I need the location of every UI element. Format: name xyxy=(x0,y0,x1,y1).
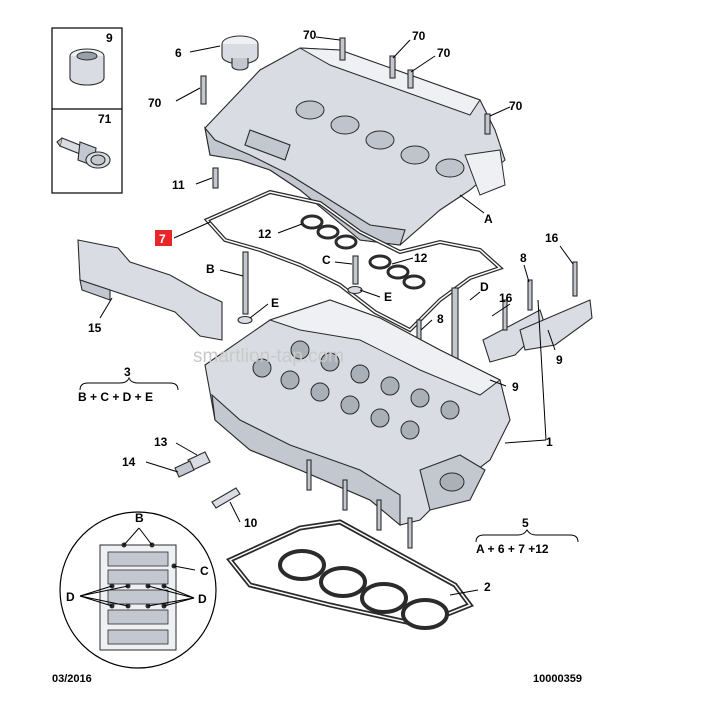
callout-label: 8 xyxy=(520,251,527,265)
callout-label: 70 xyxy=(148,96,162,110)
spark-plug-seals xyxy=(300,214,426,290)
callout-label: 70 xyxy=(509,99,523,113)
callout-label: D xyxy=(480,280,489,294)
callout-label: A xyxy=(484,212,493,226)
inset-part-number: 71 xyxy=(98,112,112,126)
sleeve-icon xyxy=(69,48,105,86)
kit-number: 5 xyxy=(522,516,529,530)
callout-label: 12 xyxy=(258,227,272,241)
callout-label: 12 xyxy=(414,251,428,265)
valve-cover-bolts xyxy=(200,37,491,135)
callout-label: 16 xyxy=(545,231,559,245)
highlighted-part-7: 7 xyxy=(155,230,172,246)
callout-label: 6 xyxy=(175,46,182,60)
temperature-sensor xyxy=(174,451,211,478)
leader-lines xyxy=(99,36,574,596)
callout-label: 10 xyxy=(244,516,258,530)
bolt-pattern-detail-view: B C D D xyxy=(59,511,217,669)
callout-label: 9 xyxy=(512,380,519,394)
oil-filler-cap xyxy=(221,35,259,71)
detail-label: B xyxy=(135,511,144,525)
callout-label: E xyxy=(384,290,392,304)
bolt-icon xyxy=(56,137,111,169)
detail-label: D xyxy=(198,592,207,606)
valve-cover xyxy=(204,47,506,246)
kit-number: 3 xyxy=(124,365,131,379)
callout-label: E xyxy=(271,296,279,310)
callout-label: 13 xyxy=(154,435,168,449)
watermark: smartlion-tap.com xyxy=(193,346,344,367)
detail-label: D xyxy=(66,590,75,604)
callout-label-highlighted: 7 xyxy=(159,232,166,246)
callout-label: 15 xyxy=(88,321,102,335)
callout-label: 14 xyxy=(122,455,136,469)
callout-label: B xyxy=(206,262,215,276)
detail-label: C xyxy=(200,564,209,578)
callout-labels: 6 70 70 70 70 70 11 7 A 12 12 C E E B 16… xyxy=(88,28,563,594)
callout-label: C xyxy=(322,253,331,267)
kit-group-3: 3 B + C + D + E xyxy=(78,365,179,404)
callout-label: 70 xyxy=(437,46,451,60)
callout-label: 11 xyxy=(172,178,185,192)
stud xyxy=(212,167,219,189)
callout-label: 1 xyxy=(546,435,553,449)
parts-inset-box: 9 71 xyxy=(51,27,123,194)
head-gasket xyxy=(226,519,474,630)
inset-part-number: 9 xyxy=(106,31,113,45)
kit-group-5: 5 A + 6 + 7 +12 xyxy=(475,516,579,556)
dowel-pin xyxy=(211,487,241,509)
callout-label: 2 xyxy=(484,580,491,594)
callout-label: 8 xyxy=(437,312,444,326)
diagram-date: 03/2016 xyxy=(52,673,92,685)
callout-label: 70 xyxy=(303,28,317,42)
diagram-reference: 10000359 xyxy=(533,673,582,685)
cylinder-head xyxy=(204,299,511,549)
kit-formula: B + C + D + E xyxy=(78,390,153,404)
cylinder-head-bolts xyxy=(237,251,463,377)
callout-label: 16 xyxy=(499,291,513,305)
callout-label: 70 xyxy=(412,29,426,43)
kit-formula: A + 6 + 7 +12 xyxy=(476,542,549,556)
callout-label: 9 xyxy=(556,353,563,367)
cam-brackets xyxy=(416,261,593,363)
